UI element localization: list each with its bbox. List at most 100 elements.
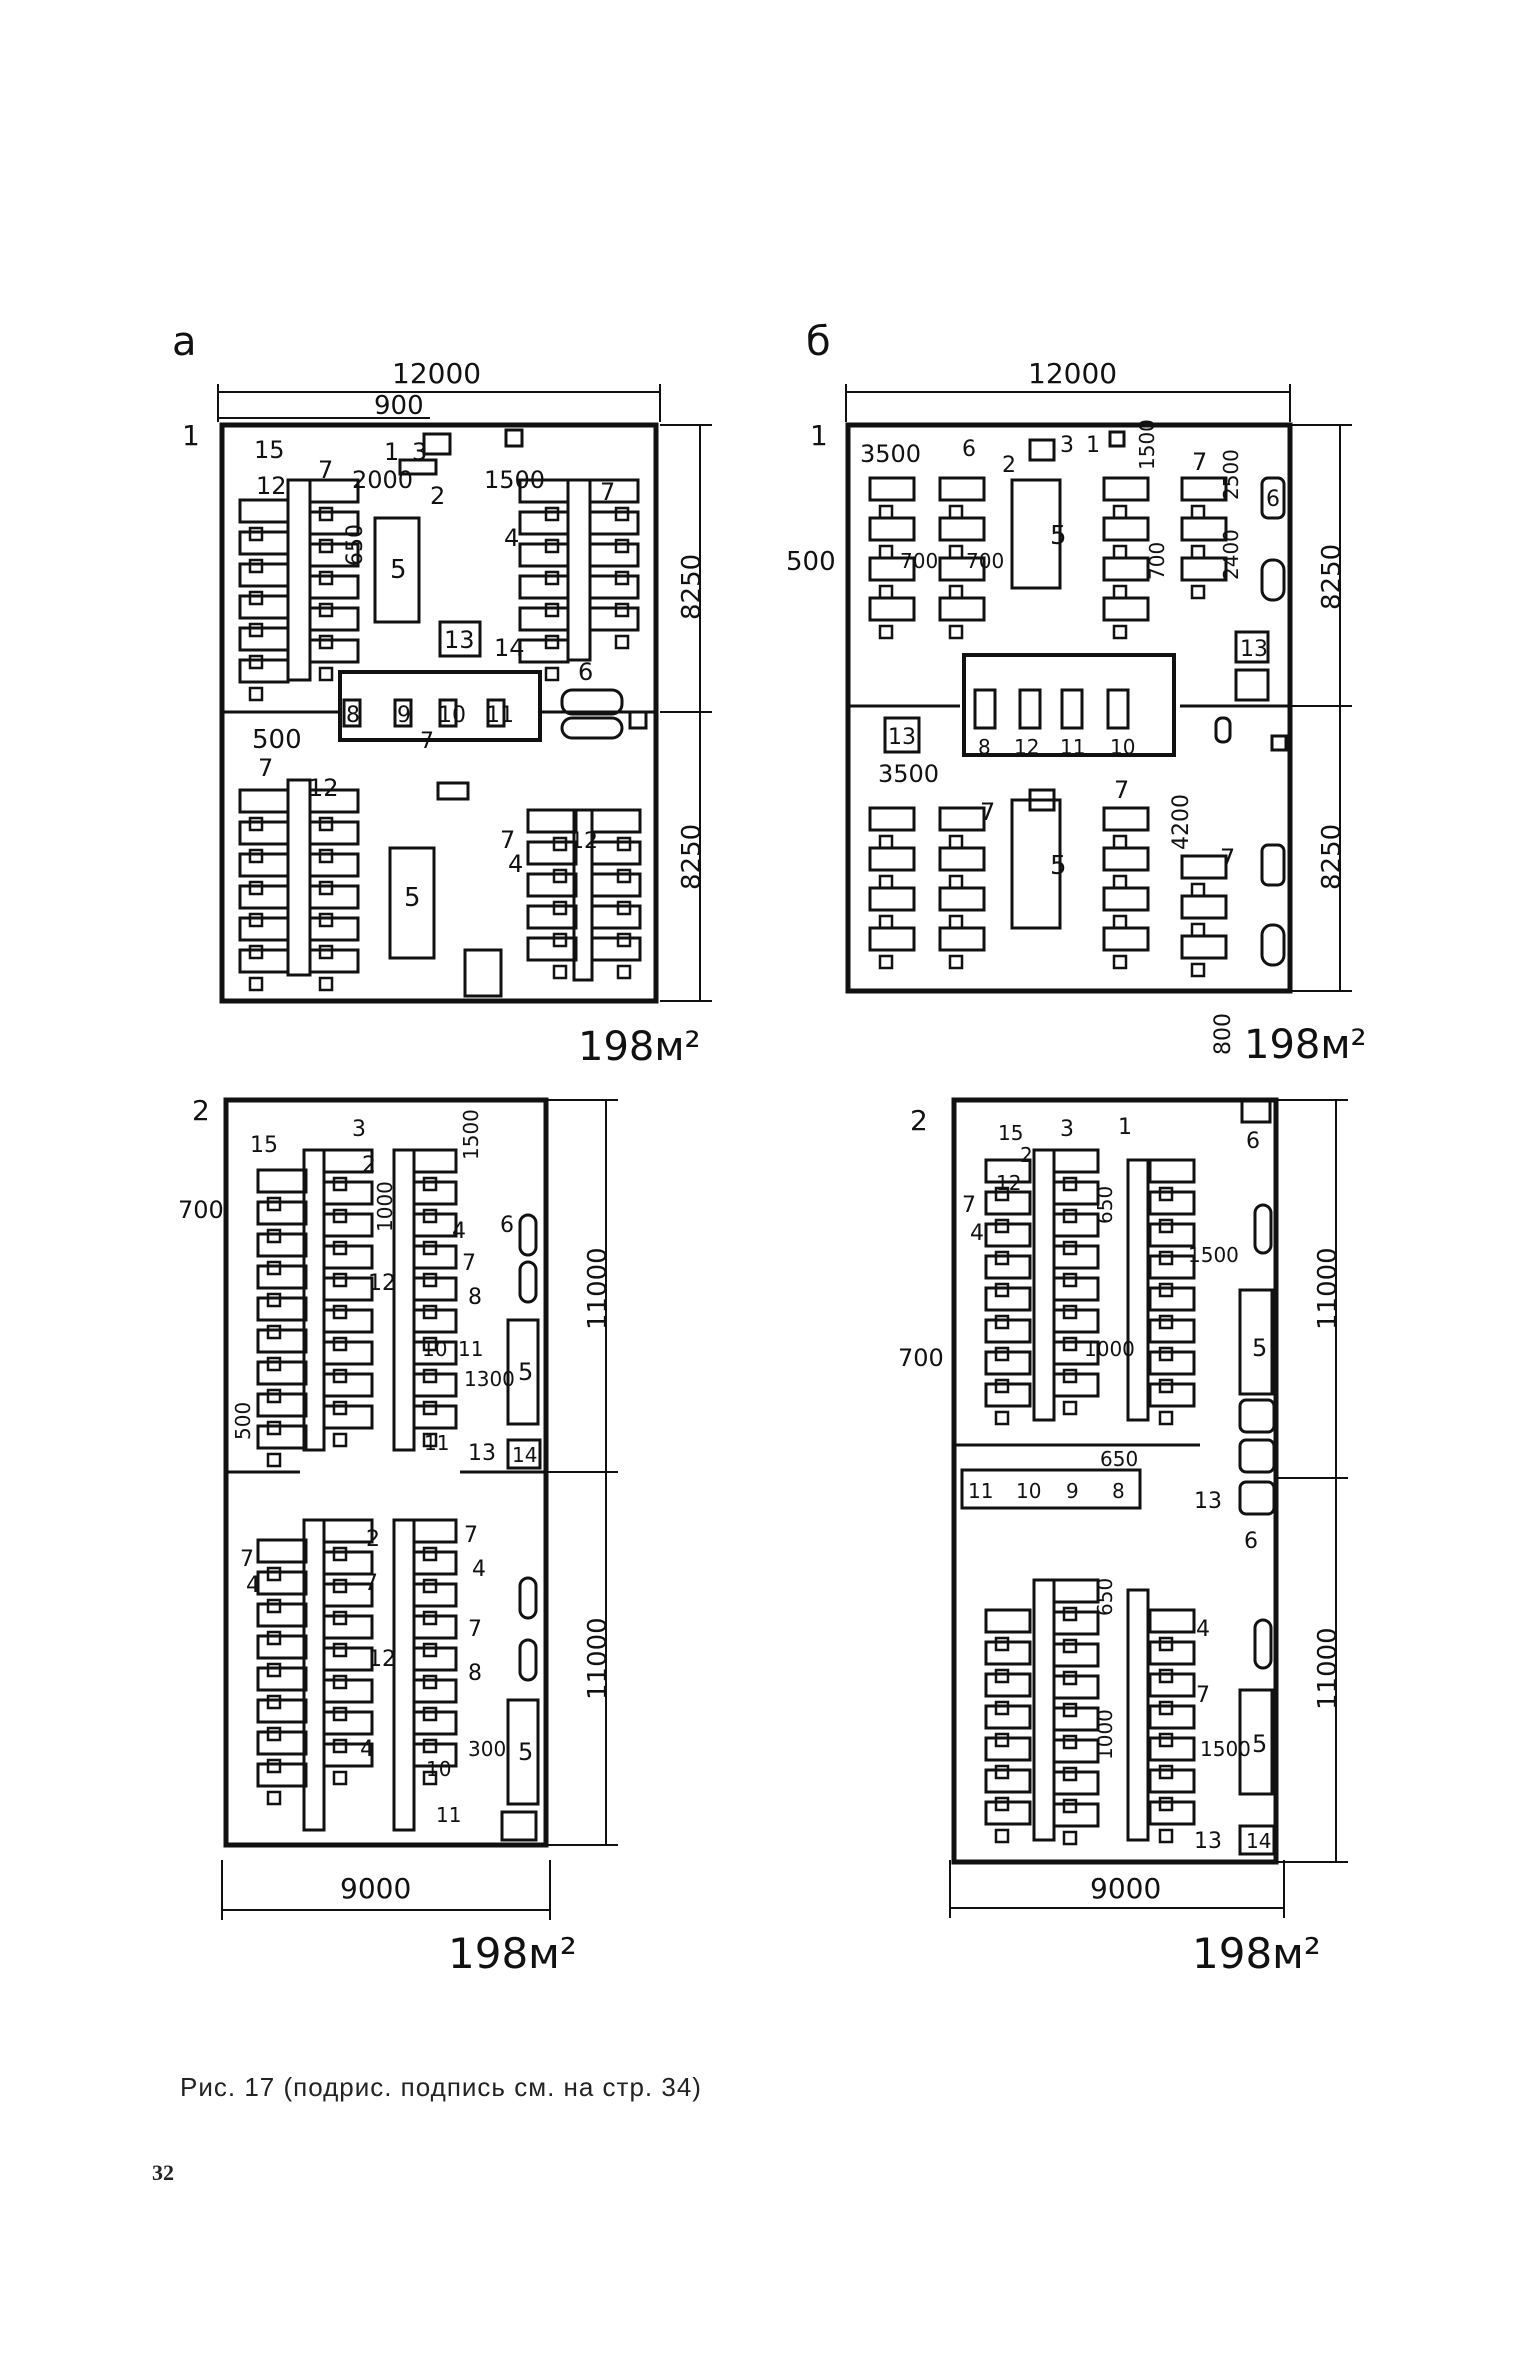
workstation xyxy=(318,570,334,586)
workstation xyxy=(590,904,642,930)
workstation xyxy=(332,1546,348,1562)
dim-b1-3500a: 3500 xyxy=(860,440,921,468)
workstation xyxy=(616,900,632,916)
dim-depth-top-b2: 11000 xyxy=(1313,1247,1343,1330)
b1-item-5: 5 xyxy=(1050,521,1067,551)
b2-item-4b: 4 xyxy=(1196,1617,1210,1642)
workstation xyxy=(518,510,570,536)
workstation xyxy=(308,916,360,942)
workstation xyxy=(256,1538,308,1564)
workstation xyxy=(238,594,290,620)
workstation xyxy=(248,912,264,928)
dim-depth-top-a2: 11000 xyxy=(583,1247,613,1330)
workstation xyxy=(1112,504,1128,520)
b2-dim-1000: 1000 xyxy=(1084,1337,1135,1361)
item-7e: 7 xyxy=(500,826,515,854)
workstation xyxy=(332,1368,348,1384)
b2-item-8: 8 xyxy=(1112,1479,1125,1503)
workstation xyxy=(322,1340,374,1366)
item-11: 11 xyxy=(486,703,514,728)
item-13: 13 xyxy=(444,626,475,654)
workstation xyxy=(332,1674,348,1690)
a2-item-10b: 10 xyxy=(426,1757,451,1781)
workstation xyxy=(1062,1702,1078,1718)
workstation xyxy=(422,1304,438,1320)
workstation xyxy=(1148,1800,1196,1826)
dim-b1-2400: 2400 xyxy=(1219,529,1243,580)
workstation xyxy=(616,836,632,852)
workstation xyxy=(1190,504,1206,520)
workstation xyxy=(256,1666,308,1692)
workstation xyxy=(238,562,290,588)
b2-desk-group xyxy=(984,1148,1196,1846)
workstation xyxy=(266,1196,282,1212)
workstation xyxy=(1190,882,1206,898)
workstation xyxy=(256,1328,308,1354)
workstation xyxy=(1158,1796,1174,1812)
workstation xyxy=(984,1158,1032,1184)
workstation xyxy=(984,1608,1032,1634)
dim-depth-top-b1: 8250 xyxy=(1317,544,1347,610)
workstation xyxy=(1148,1190,1196,1216)
dim-b1-700a: 700 xyxy=(900,549,938,573)
workstation xyxy=(552,932,568,948)
a2-item-11: 11 xyxy=(458,1337,483,1361)
item-9: 9 xyxy=(397,703,411,728)
workstation xyxy=(984,1768,1032,1794)
workstation xyxy=(318,976,334,992)
workstation xyxy=(616,932,632,948)
area-a2: 198м² xyxy=(448,1929,577,1978)
workstation xyxy=(518,606,570,632)
workstation xyxy=(544,570,560,586)
dim-depth-top-a1: 8250 xyxy=(677,554,707,620)
b1-item-2: 2 xyxy=(1002,453,1016,478)
dim-a1-1500: 1500 xyxy=(484,466,545,494)
workstation xyxy=(1190,922,1206,938)
workstation xyxy=(1112,834,1128,850)
b2-dim-700: 700 xyxy=(898,1344,944,1372)
dim-width-a2: 9000 xyxy=(340,1872,411,1905)
workstation xyxy=(1158,1732,1174,1748)
b1-item-7d: 7 xyxy=(1220,844,1235,872)
workstation xyxy=(322,1404,374,1430)
dim-b1-500: 500 xyxy=(786,547,836,577)
item-14: 14 xyxy=(494,634,525,662)
workstation xyxy=(948,834,964,850)
workstation xyxy=(614,570,630,586)
workstation xyxy=(878,914,894,930)
workstation xyxy=(318,634,334,650)
a2-item-5: 5 xyxy=(518,1358,533,1386)
a2-item-4d: 4 xyxy=(360,1737,374,1762)
workstation xyxy=(332,1578,348,1594)
a2-item-8: 8 xyxy=(468,1285,482,1310)
workstation xyxy=(266,1292,282,1308)
workstation xyxy=(1148,1254,1196,1280)
a2-item-2b: 2 xyxy=(366,1527,380,1552)
dim-depth-bottom-b2: 11000 xyxy=(1313,1627,1343,1710)
workstation xyxy=(256,1200,308,1226)
a2-item-5b: 5 xyxy=(518,1738,533,1766)
b2-item-2: 2 xyxy=(1020,1143,1033,1167)
b2-item-11: 11 xyxy=(968,1479,993,1503)
workstation xyxy=(1032,1148,1056,1422)
item-1: 1 xyxy=(384,438,399,466)
workstation xyxy=(256,1168,308,1194)
workstation xyxy=(994,1732,1010,1748)
workstation xyxy=(266,1726,282,1742)
workstation xyxy=(878,874,894,890)
workstation xyxy=(1180,854,1228,880)
workstation xyxy=(938,596,986,622)
workstation xyxy=(552,836,568,852)
workstation xyxy=(308,574,360,600)
workstation xyxy=(1062,1336,1078,1352)
workstation xyxy=(318,880,334,896)
workstation xyxy=(1190,544,1206,560)
workstation xyxy=(322,1244,374,1270)
workstation xyxy=(248,654,264,670)
workstation xyxy=(984,1286,1032,1312)
workstation xyxy=(392,1148,416,1452)
workstation xyxy=(266,1388,282,1404)
workstation xyxy=(590,936,642,962)
a2-item-4c: 4 xyxy=(246,1573,260,1598)
dim-a1-500: 500 xyxy=(252,725,302,755)
